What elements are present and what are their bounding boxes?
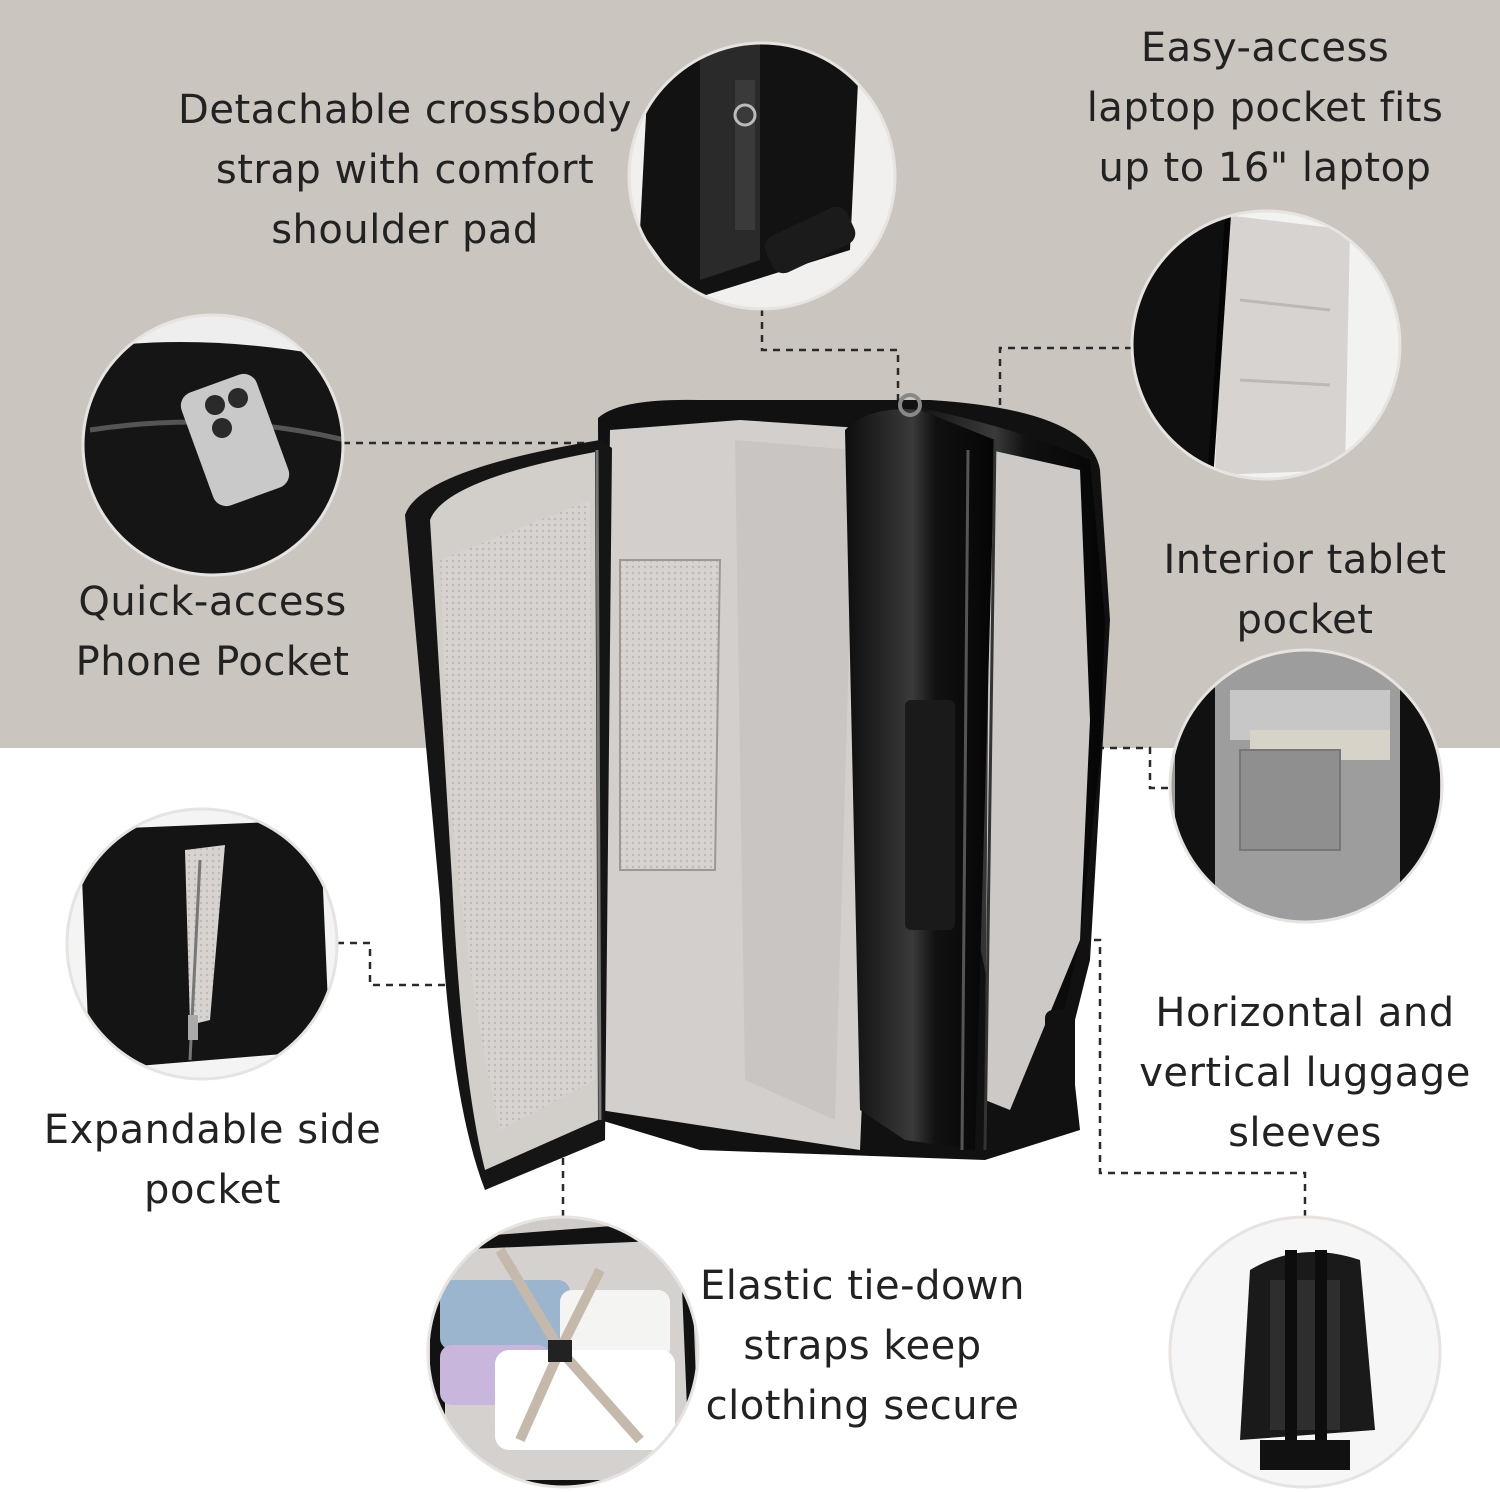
leader-sleeve (1075, 938, 1307, 1217)
label-line: Interior tablet (1163, 537, 1447, 583)
label-tie-down-straps: Elastic tie-down straps keep clothing se… (680, 1256, 1045, 1436)
laptop-pocket-photo (1130, 209, 1402, 481)
label-line: Detachable crossbody (178, 87, 632, 133)
label-tablet-pocket: Interior tablet pocket (1140, 530, 1470, 650)
label-line: Phone Pocket (75, 639, 350, 685)
label-crossbody-strap: Detachable crossbody strap with comfort … (170, 80, 640, 260)
tablet-pocket-photo (1168, 648, 1444, 924)
label-line: laptop pocket fits (1086, 85, 1444, 131)
label-phone-pocket: Quick-access Phone Pocket (40, 572, 385, 692)
label-side-pocket: Expandable side pocket (30, 1100, 395, 1220)
label-line: Expandable side (43, 1107, 382, 1153)
label-line: pocket (1236, 597, 1374, 643)
backpack-image (405, 393, 1110, 1190)
leader-crossbody (760, 309, 900, 400)
label-line: shoulder pad (271, 207, 539, 253)
label-line: sleeves (1228, 1110, 1382, 1156)
crossbody-strap-photo (627, 41, 897, 311)
label-line: up to 16" laptop (1098, 145, 1432, 191)
label-line: clothing secure (705, 1383, 1020, 1429)
label-line: Easy-access (1140, 25, 1390, 71)
luggage-sleeve-photo (1168, 1215, 1442, 1489)
label-line: vertical luggage (1139, 1050, 1471, 1096)
label-line: pocket (144, 1167, 281, 1213)
side-pocket-photo (65, 807, 339, 1081)
leader-side (337, 941, 450, 987)
tie-down-straps-photo (426, 1215, 700, 1489)
label-line: Horizontal and (1155, 990, 1455, 1036)
label-line: strap with comfort (215, 147, 595, 193)
label-line: Elastic tie-down (699, 1263, 1025, 1309)
label-line: straps keep (743, 1323, 982, 1369)
label-laptop-pocket: Easy-access laptop pocket fits up to 16"… (1065, 18, 1465, 198)
phone-pocket-photo (81, 313, 345, 577)
label-line: Quick-access (78, 579, 347, 625)
label-luggage-sleeves: Horizontal and vertical luggage sleeves (1115, 983, 1495, 1163)
